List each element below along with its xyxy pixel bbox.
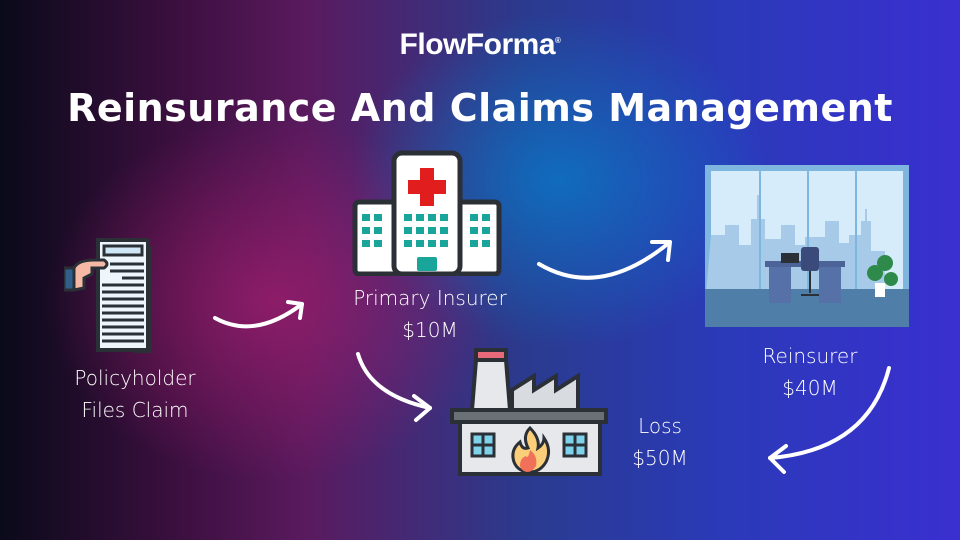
primary-insurer-label: Primary Insurer $10M <box>320 282 540 346</box>
factory-fire-icon <box>450 346 610 478</box>
reinsurer-label: Reinsurer $40M <box>725 340 895 404</box>
trademark: ® <box>555 36 561 45</box>
arrow-reinsurer-to-loss <box>768 366 891 474</box>
policyholder-label: Policyholder Files Claim <box>30 362 240 426</box>
label-line: Policyholder <box>74 366 196 390</box>
logo-text: FlowForma <box>399 28 556 61</box>
label-line: Files Claim <box>81 398 189 422</box>
arrow-insurer-to-loss <box>356 352 432 422</box>
office-icon <box>705 165 909 327</box>
label-line: $50M <box>632 446 688 470</box>
arrow-policyholder-to-insurer <box>213 300 304 329</box>
hospital-icon <box>352 150 502 277</box>
label-line: Primary Insurer <box>353 286 507 310</box>
label-line: Loss <box>638 414 682 438</box>
label-line: $10M <box>402 318 458 342</box>
flowforma-logo: FlowForma® <box>0 28 960 62</box>
label-line: $40M <box>782 376 838 400</box>
loss-label: Loss $50M <box>605 410 715 474</box>
arrow-insurer-to-reinsurer <box>537 240 672 280</box>
document-hand-icon <box>62 238 184 354</box>
label-line: Reinsurer <box>762 344 858 368</box>
page-title: Reinsurance And Claims Management <box>67 86 893 130</box>
